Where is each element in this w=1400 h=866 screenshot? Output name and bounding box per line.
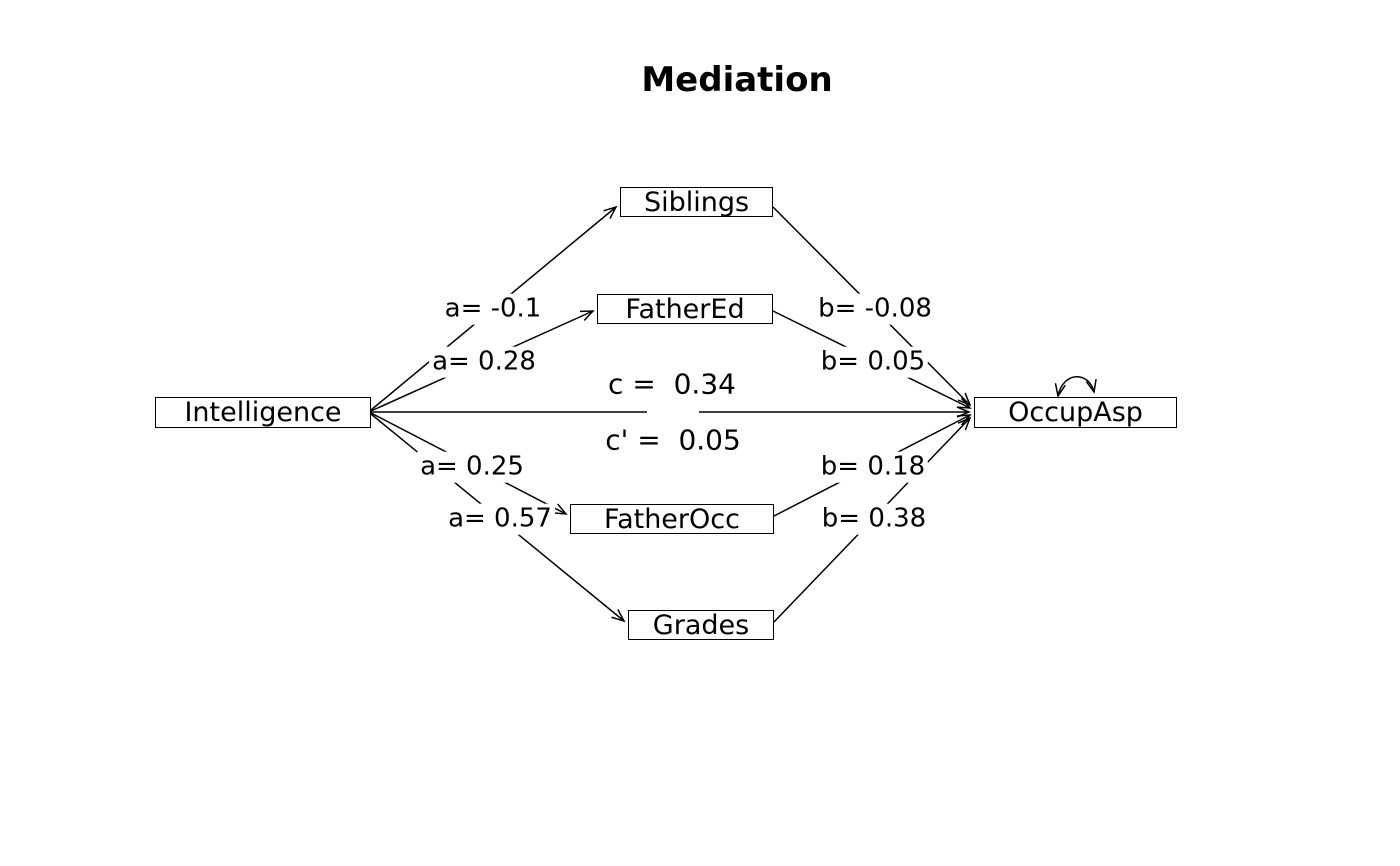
- node-fatherocc: FatherOcc: [570, 504, 774, 534]
- node-occupasp: OccupAsp: [974, 397, 1177, 428]
- edge-label-b-fathered: b= 0.05: [817, 346, 929, 378]
- edge-label-b-fatherocc: b= 0.18: [817, 451, 929, 483]
- occupasp-self-loop-arrow: [1054, 376, 1097, 398]
- edge-label-a-fathered: a= 0.28: [429, 346, 539, 378]
- node-grades: Grades: [628, 610, 774, 640]
- edge-label-a-siblings: a= -0.1: [441, 293, 545, 325]
- edge-label-b-grades: b= 0.38: [818, 503, 930, 535]
- edge-label-b-siblings: b= -0.08: [815, 293, 935, 325]
- edge-label-c-prime: c' = 0.05: [602, 424, 744, 458]
- edge-label-a-fatherocc: a= 0.25: [417, 451, 527, 483]
- node-siblings: Siblings: [620, 187, 773, 217]
- edge-label-a-grades: a= 0.57: [445, 503, 555, 535]
- diagram-title: Mediation: [641, 60, 833, 100]
- node-fathered: FatherEd: [597, 294, 773, 324]
- node-intelligence: Intelligence: [155, 397, 371, 428]
- edge-label-c-total: c = 0.34: [605, 368, 739, 402]
